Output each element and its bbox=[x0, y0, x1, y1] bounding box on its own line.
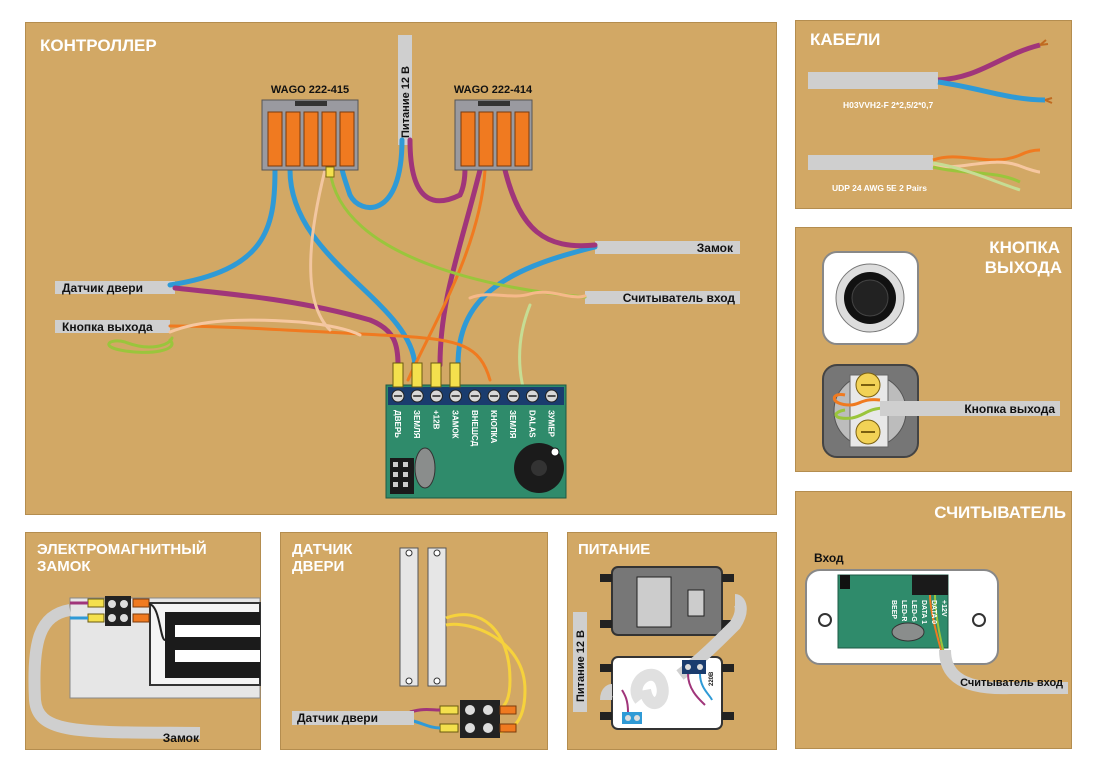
reader-pin-label: DATA 0 bbox=[930, 600, 937, 624]
wire-green-exit bbox=[107, 336, 174, 354]
reader-entry-label: Вход bbox=[814, 551, 844, 565]
terminal-label: ЗУМЕР bbox=[547, 410, 556, 438]
controller-reader-label: Считыватель вход bbox=[623, 291, 736, 305]
power-supply bbox=[600, 566, 747, 730]
power-cable-jacket bbox=[398, 35, 412, 145]
door-sensor-device bbox=[399, 547, 527, 738]
door-sensor-cable-jacket bbox=[55, 281, 175, 294]
controller-lock-label: Замок bbox=[697, 241, 734, 255]
lock-title-1: ЭЛЕКТРОМАГНИТНЫЙ bbox=[37, 541, 207, 558]
wire-blue-power bbox=[339, 137, 405, 210]
terminal-label: КНОПКА bbox=[489, 410, 498, 444]
lock-title-2: ЗАМОК bbox=[37, 558, 91, 575]
controller-power-label: Питание 12 В bbox=[400, 66, 412, 138]
reader-cable-jacket-2 bbox=[939, 649, 1068, 695]
wire-blue-lock bbox=[455, 244, 598, 368]
terminal-label: ЗАМОК bbox=[451, 410, 460, 439]
wire-twisted-reader bbox=[468, 290, 587, 300]
electromagnetic-lock bbox=[69, 596, 261, 699]
exit-button-title-2: ВЫХОДА bbox=[984, 258, 1062, 277]
controller-terminal-labels: ДВЕРЬ ЗЕМЛЯ +12В ЗАМОК ВНЕШСД КНОПКА ЗЕМЛЯ DALA… bbox=[393, 410, 556, 447]
wire-purple-door bbox=[172, 285, 401, 368]
wire-purple-power bbox=[407, 137, 468, 204]
wire-orange-exit bbox=[168, 324, 492, 382]
wire-white-green-reader bbox=[518, 303, 532, 397]
wire-white-orange-exit bbox=[168, 318, 362, 337]
controller-board bbox=[385, 362, 567, 499]
door-sensor-panel-label: Датчик двери bbox=[297, 711, 378, 725]
power-panel-label: Питание 12 В bbox=[575, 630, 587, 702]
exit-button-panel-label: Кнопка выхода bbox=[964, 402, 1055, 416]
reader-pin-label: DATA 1 bbox=[920, 600, 927, 624]
power-title: ПИТАНИЕ bbox=[578, 541, 651, 558]
terminal-label: ДВЕРЬ bbox=[393, 410, 402, 438]
reader-cable-jacket bbox=[585, 291, 740, 304]
exit-button-back bbox=[822, 364, 919, 458]
terminal-label: ЗЕМЛЯ bbox=[412, 410, 421, 439]
lock-cable-jacket-2 bbox=[28, 604, 201, 739]
reader-pin-label: +12V bbox=[940, 600, 947, 617]
controller-exit-button-label: Кнопка выхода bbox=[62, 320, 153, 334]
controller-wires bbox=[107, 137, 598, 397]
terminal-label: ЗЕМЛЯ bbox=[508, 410, 517, 439]
cable2-label: UDP 24 AWG 5E 2 Pairs bbox=[832, 183, 927, 193]
door-sensor-cable-jacket-2 bbox=[292, 711, 414, 725]
wire-blue-door bbox=[167, 167, 278, 288]
controller-title: КОНТРОЛЛЕР bbox=[40, 36, 157, 55]
wire-blue-ground bbox=[287, 167, 418, 368]
door-sensor-title-2: ДВЕРИ bbox=[292, 558, 345, 575]
reader-device bbox=[805, 569, 999, 665]
terminal-label: ВНЕШСД bbox=[470, 410, 479, 447]
power-cable-jacket-2 bbox=[573, 612, 587, 712]
controller-door-sensor-label: Датчик двери bbox=[62, 281, 143, 295]
reader-pin-label: BEEP bbox=[890, 600, 897, 619]
exit-button-cable-jacket-2 bbox=[880, 401, 1060, 416]
wago2-label: WAGO 222-414 bbox=[454, 84, 533, 96]
reader-pin-label: LED-G bbox=[910, 600, 917, 622]
wago-222-414 bbox=[454, 99, 533, 171]
lock-panel-label: Замок bbox=[163, 731, 200, 745]
cable1-label: H03VVH2-F 2*2,5/2*0,7 bbox=[843, 100, 934, 110]
wire-purple-lock bbox=[502, 167, 598, 249]
door-sensor-title-1: ДАТЧИК bbox=[292, 541, 353, 558]
wago-222-415 bbox=[261, 99, 359, 178]
reader-title: СЧИТЫВАТЕЛЬ bbox=[934, 503, 1066, 522]
wago1-label: WAGO 222-415 bbox=[271, 84, 349, 96]
wire-white-orange-wago bbox=[309, 168, 332, 332]
lock-cable-jacket bbox=[595, 241, 740, 254]
power-terminal-label: 220В bbox=[709, 671, 715, 686]
reader-pin-label: LED-R bbox=[900, 600, 907, 621]
cable-illustrations bbox=[808, 39, 1053, 192]
reader-panel-label: Считыватель вход bbox=[960, 677, 1063, 689]
exit-button-cable-jacket bbox=[55, 320, 170, 333]
exit-button-title-1: КНОПКА bbox=[989, 238, 1060, 257]
terminal-label: DALAS bbox=[527, 410, 536, 438]
wire-orange-reader bbox=[406, 168, 487, 382]
cables-title: КАБЕЛИ bbox=[810, 30, 881, 49]
terminal-label: +12В bbox=[431, 410, 440, 430]
exit-button-front bbox=[822, 251, 919, 345]
